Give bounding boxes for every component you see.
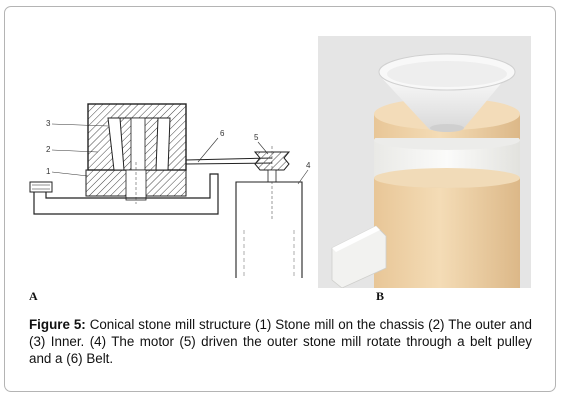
callout-2: 2 [46,145,51,154]
callout-6: 6 [220,129,225,138]
callout-5: 5 [254,133,259,142]
side-spout [331,225,387,288]
callout-1: 1 [46,167,51,176]
inner-stone [119,117,159,171]
panel-b-render [318,36,531,288]
panel-b-label: B [376,289,385,303]
callout-3: 3 [46,119,51,128]
chassis [29,162,219,215]
callout-4: 4 [306,161,311,170]
figure-caption: Figure 5: Conical stone mill structure (… [29,316,532,367]
figure-caption-text: Conical stone mill structure (1) Stone m… [29,317,532,366]
figure-caption-label: Figure 5: [29,317,86,332]
funnel-hopper [378,53,516,132]
panel-a-label: A [29,289,38,303]
callout-labels: 3 2 1 6 5 4 [46,119,311,185]
panel-a-drawing: 3 2 1 6 5 4 [22,100,322,290]
motor [235,181,303,278]
belt-pulley [253,146,291,220]
